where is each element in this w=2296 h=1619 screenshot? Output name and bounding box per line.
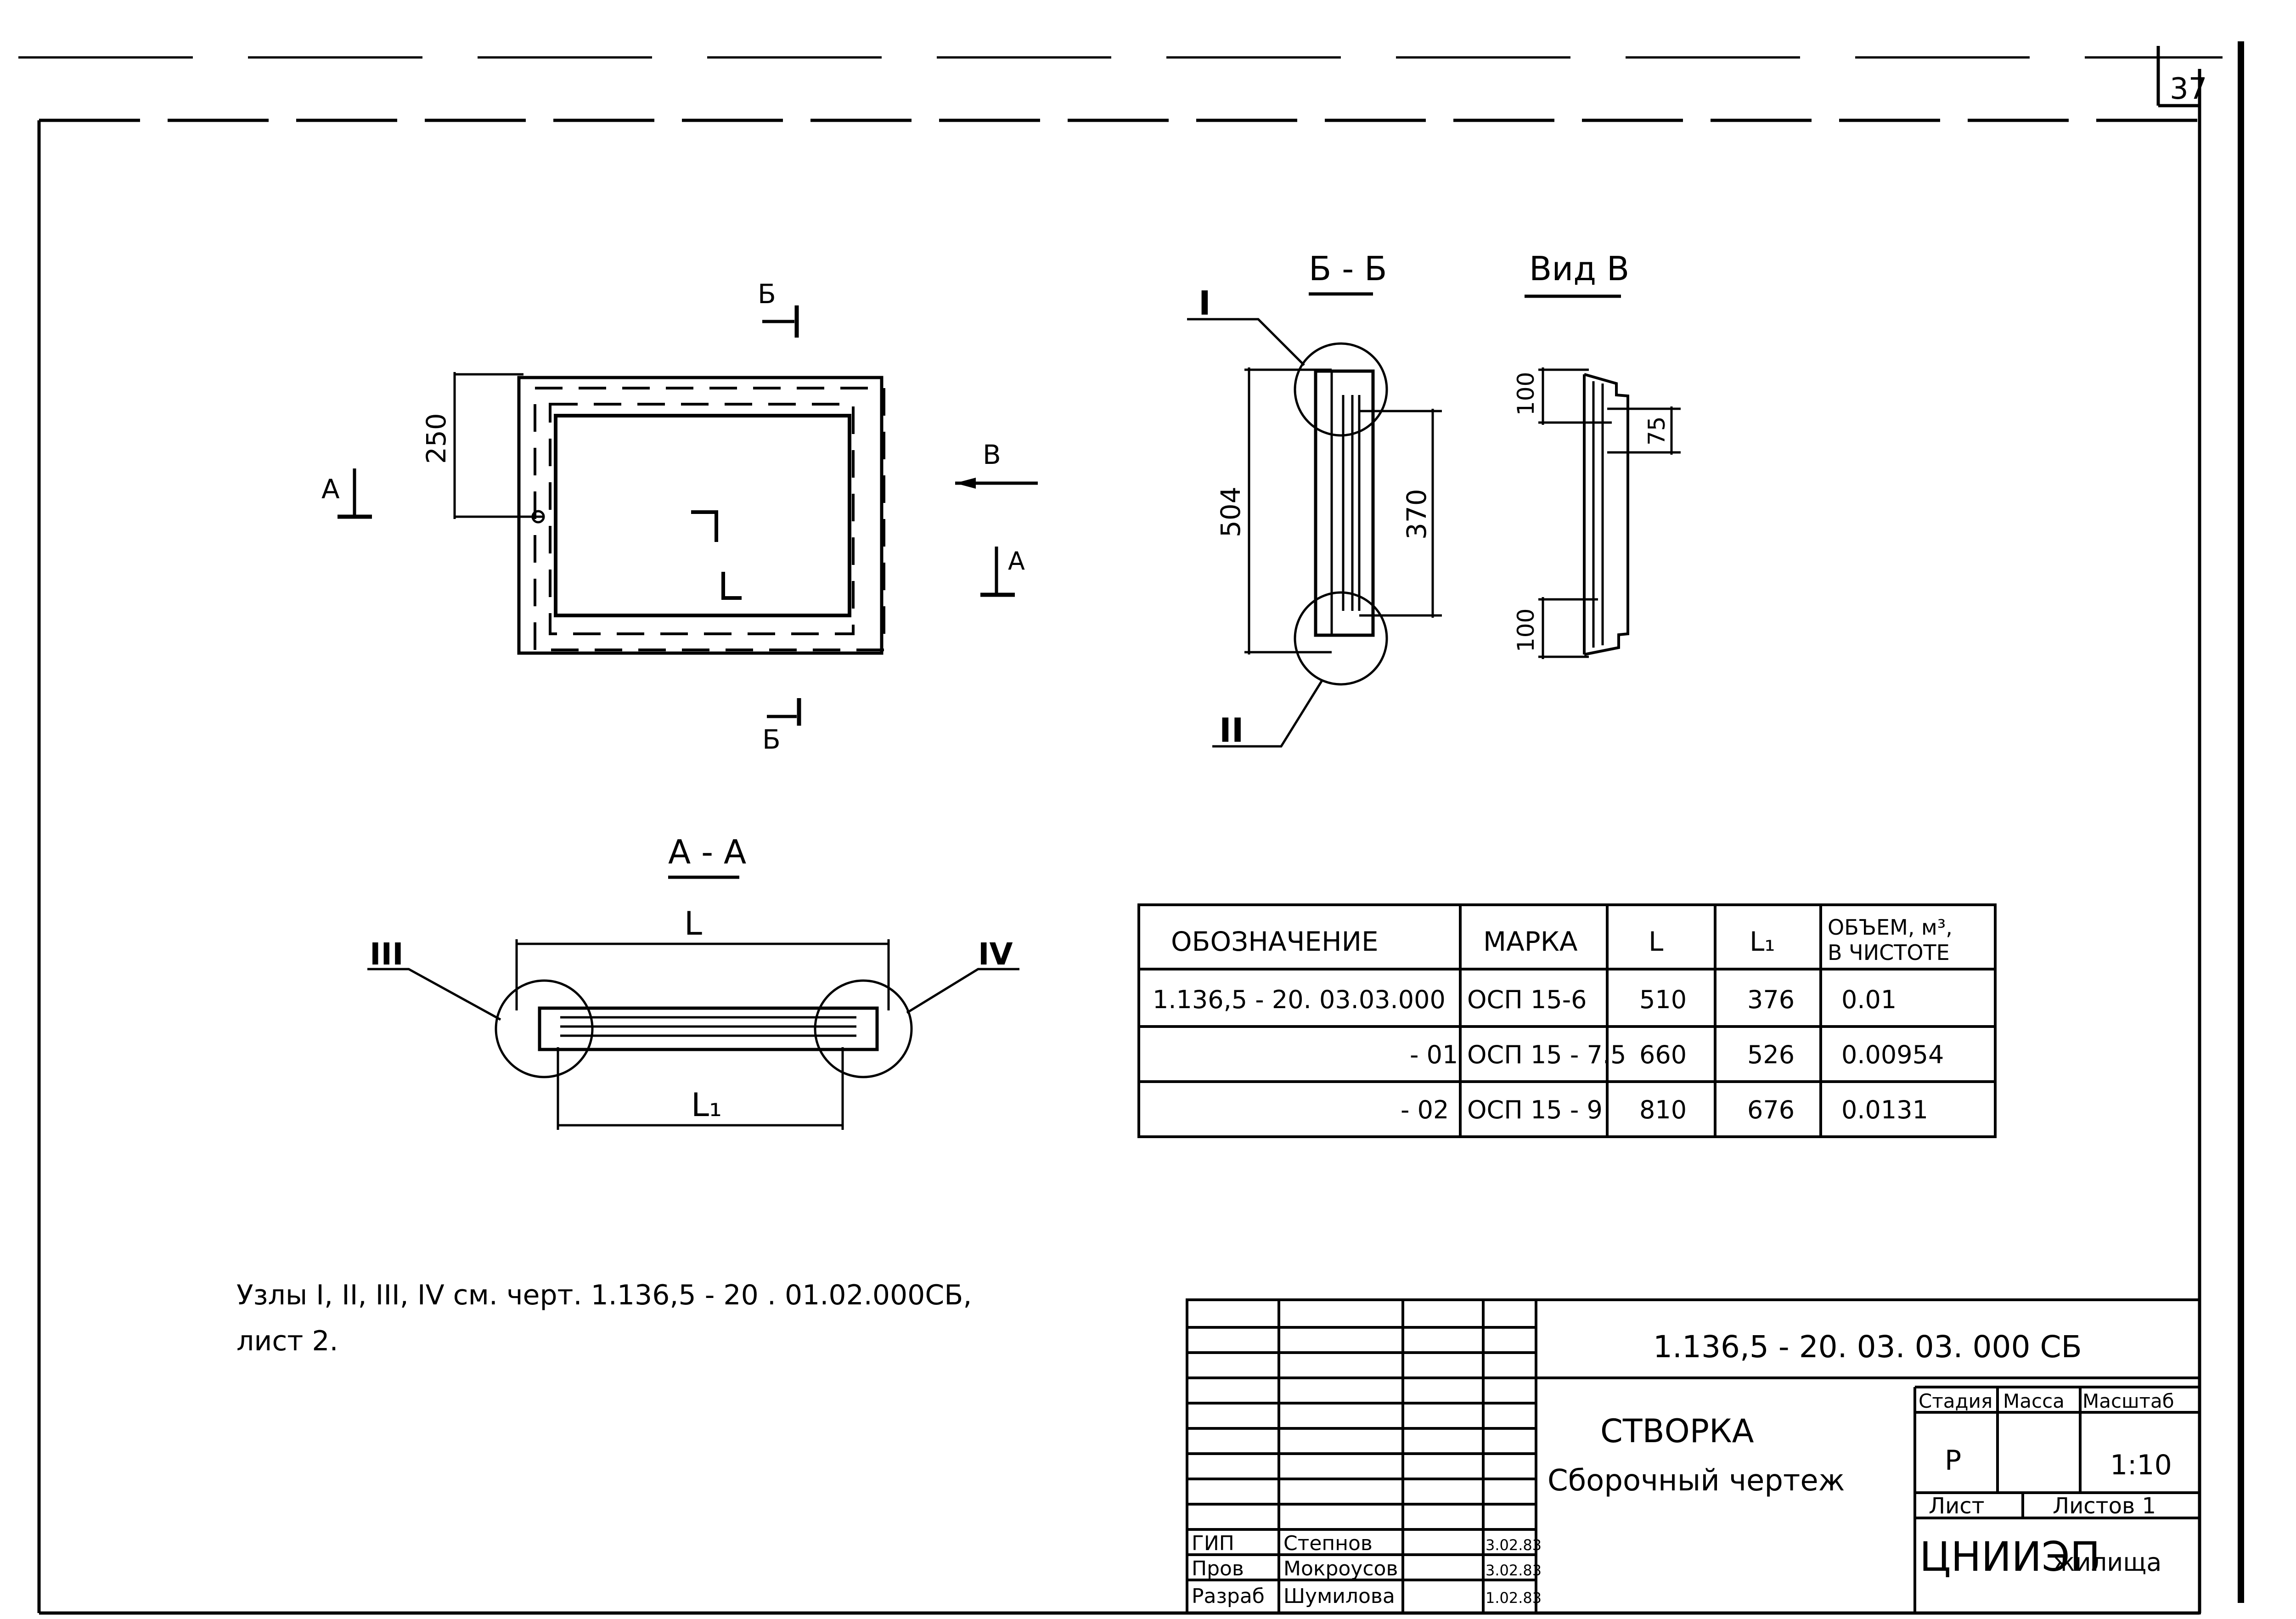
sheets-label: Листов 1: [2053, 1493, 2156, 1519]
svg-text:376: 376: [1747, 985, 1795, 1014]
svg-text:Шумилова: Шумилова: [1283, 1585, 1395, 1608]
signature-row: Разраб Шумилова 1.02.83: [1192, 1585, 1542, 1608]
mass-label: Масса: [2003, 1390, 2065, 1412]
svg-text:- 02: - 02: [1401, 1095, 1449, 1124]
svg-text:3.02.83: 3.02.83: [1486, 1536, 1542, 1554]
view-v: 100 75 100: [1513, 367, 1681, 659]
svg-text:III: III: [370, 936, 404, 972]
section-aa-title: А - А: [668, 833, 746, 871]
svg-text:660: 660: [1639, 1040, 1687, 1069]
svg-text:1.136,5 - 20. 03.03.000: 1.136,5 - 20. 03.03.000: [1153, 985, 1446, 1014]
section-aa: L L₁: [495, 905, 913, 1130]
section-bb: 504 370: [1215, 342, 1442, 686]
svg-text:ОСП 15-6: ОСП 15-6: [1467, 985, 1587, 1014]
organization-suffix: жилища: [2053, 1548, 2161, 1577]
svg-text:В: В: [983, 439, 1001, 470]
svg-text:676: 676: [1747, 1095, 1795, 1124]
svg-text:Узлы I, II, III, IV см. черт.: Узлы I, II, III, IV см. черт. 1.136,5 - …: [236, 1279, 972, 1311]
svg-text:В ЧИСТОТЕ: В ЧИСТОТЕ: [1828, 940, 1950, 965]
section-bb-title: Б - Б: [1309, 249, 1387, 288]
title-block-name: СТВОРКА: [1600, 1412, 1754, 1450]
svg-text:810: 810: [1639, 1095, 1687, 1124]
svg-text:II: II: [1219, 711, 1244, 750]
svg-text:3.02.83: 3.02.83: [1486, 1562, 1542, 1579]
spec-table-row: 1.136,5 - 20. 03.03.000 ОСП 15-6 510 376…: [1153, 985, 1896, 1014]
signature-row: Пров Мокроусов 3.02.83: [1192, 1557, 1542, 1580]
spec-table: [1137, 903, 1997, 1138]
title-block-code: 1.136,5 - 20. 03. 03. 000 СБ: [1653, 1329, 2082, 1365]
svg-text:510: 510: [1639, 985, 1687, 1014]
note: Узлы I, II, III, IV см. черт. 1.136,5 - …: [236, 1279, 972, 1357]
svg-text:ОСП 15 - 9: ОСП 15 - 9: [1467, 1095, 1603, 1124]
svg-text:I: I: [1199, 284, 1211, 322]
sheet-label: Лист: [1929, 1493, 1985, 1519]
node-label-i: I: [1187, 284, 1305, 366]
spec-table-row: - 01 ОСП 15 - 7.5 660 526 0.00954: [1410, 1040, 1944, 1069]
node-label-iv: IV: [906, 936, 1019, 1014]
title-block-frame: [1186, 1298, 2201, 1614]
svg-text:- 01: - 01: [1410, 1040, 1458, 1069]
dim-l1: L₁: [691, 1086, 722, 1124]
scale-label: Масштаб: [2082, 1390, 2174, 1412]
scale-value: 1:10: [2110, 1449, 2172, 1481]
signature-row: ГИП Степнов 3.02.83: [1192, 1532, 1542, 1555]
cut-marker-b-top: Б: [758, 278, 799, 338]
svg-text:1.02.83: 1.02.83: [1486, 1589, 1542, 1607]
plan-view: 250: [421, 372, 885, 655]
svg-text:Разраб: Разраб: [1192, 1585, 1265, 1608]
spec-table-row: - 02 ОСП 15 - 9 810 676 0.0131: [1401, 1095, 1928, 1124]
dim-100-top: 100: [1513, 372, 1539, 416]
svg-text:Мокроусов: Мокроусов: [1283, 1557, 1398, 1580]
view-arrow-v: В: [955, 439, 1038, 489]
svg-text:ГИП: ГИП: [1192, 1532, 1234, 1555]
svg-text:ОБЪЕМ, м³,: ОБЪЕМ, м³,: [1828, 915, 1953, 940]
dim-250: 250: [421, 413, 452, 464]
dim-504: 504: [1215, 486, 1246, 537]
svg-text:Пров: Пров: [1192, 1557, 1244, 1580]
stage-value: Р: [1945, 1444, 1961, 1477]
svg-text:ОБОЗНАЧЕНИЕ: ОБОЗНАЧЕНИЕ: [1171, 926, 1379, 957]
dim-75: 75: [1643, 416, 1670, 446]
dim-l: L: [684, 905, 702, 942]
node-label-iii: III: [367, 936, 501, 1021]
cut-marker-a-right: А: [980, 547, 1025, 597]
svg-text:526: 526: [1747, 1040, 1795, 1069]
svg-text:L₁: L₁: [1750, 926, 1775, 957]
node-label-ii: II: [1212, 679, 1324, 750]
dim-370: 370: [1401, 489, 1432, 540]
svg-text:0.00954: 0.00954: [1841, 1040, 1944, 1069]
title-block-subtitle: Сборочный чертеж: [1548, 1464, 1845, 1498]
svg-text:А: А: [321, 474, 340, 505]
cut-marker-b-bottom: Б: [762, 698, 801, 755]
svg-text:Степнов: Степнов: [1283, 1532, 1373, 1555]
spec-table-header: ОБОЗНАЧЕНИЕ МАРКА L L₁ ОБЪЕМ, м³, В ЧИСТ…: [1171, 915, 1953, 965]
view-v-title: Вид В: [1529, 249, 1629, 288]
cut-marker-a-left: А: [321, 468, 372, 519]
svg-text:Б: Б: [758, 278, 776, 310]
svg-text:0.0131: 0.0131: [1841, 1095, 1928, 1124]
svg-text:МАРКА: МАРКА: [1483, 926, 1578, 957]
svg-text:L: L: [1649, 926, 1663, 957]
svg-text:лист 2.: лист 2.: [236, 1325, 338, 1357]
svg-text:А: А: [1008, 547, 1025, 575]
organization: ЦНИИЭП: [1919, 1533, 2100, 1580]
sheet-number: 37: [2170, 72, 2207, 106]
svg-text:ОСП 15 - 7.5: ОСП 15 - 7.5: [1467, 1040, 1626, 1069]
svg-text:Б: Б: [762, 724, 781, 755]
dim-100-bottom: 100: [1513, 609, 1539, 652]
svg-text:0.01: 0.01: [1841, 985, 1896, 1014]
svg-text:IV: IV: [978, 936, 1013, 972]
stage-label: Стадия: [1919, 1390, 1992, 1412]
